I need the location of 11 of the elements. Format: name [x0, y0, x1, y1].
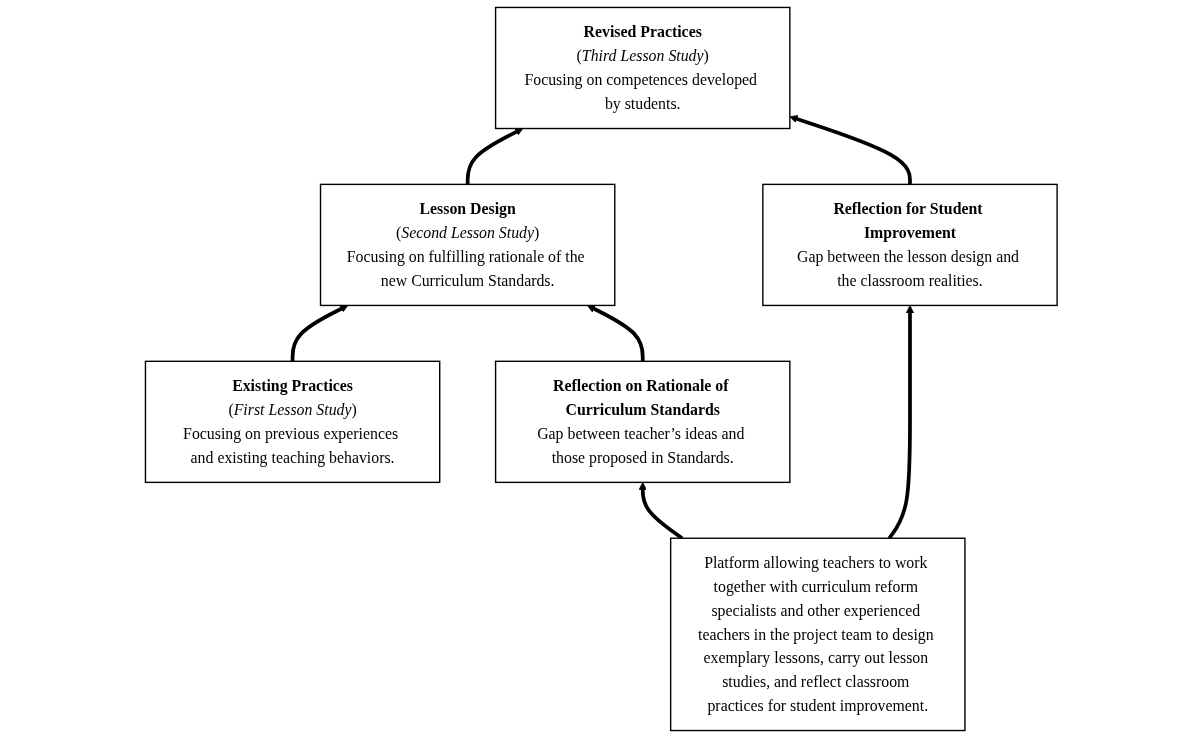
arrow: [887, 305, 915, 540]
node-box: Existing Practices (First Lesson Study) Focusing on previous experiences and existing teaching behaviors.: [144, 360, 441, 484]
node-box: Platform allowing teachers to work together with curriculum reform specialists and other experienced teachers in the project team to design exemplary lessons, carry out lesson studies, and reflect classroom practices for student improvement.: [670, 537, 966, 732]
node-box: Reflection for Student Improvement Gap between the lesson design and the classroom realities.: [762, 183, 1059, 307]
arrow: [587, 305, 645, 362]
arrow: [466, 128, 524, 185]
node-box: Lesson Design (Second Lesson Study) Focusing on fulfilling rationale of the new Curriculum Standards.: [320, 183, 616, 307]
arrow: [638, 482, 684, 540]
node-box: Revised Practices (Third Lesson Study) Focusing on competences developed by students.: [495, 6, 791, 130]
arrow: [290, 305, 349, 362]
node-box: Reflection on Rationale of Curriculum Standards Gap between teacher’s ideas and those proposed in Standards.: [495, 360, 791, 484]
